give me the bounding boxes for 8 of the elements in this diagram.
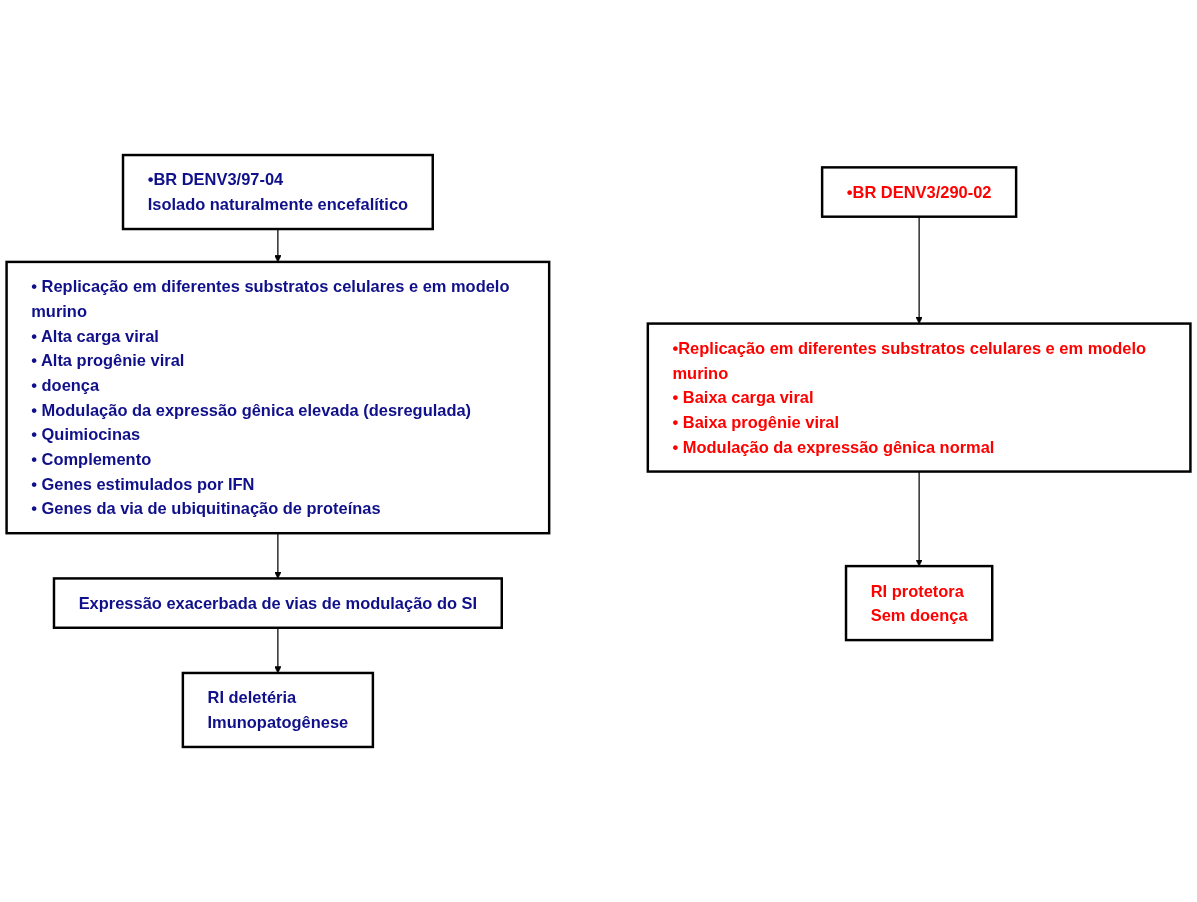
node-box: • Replicação em diferentes substratos celulares e em modelo murino • Alta carga viral • Alta progênie viral • doença • Modulação da expressão gênica elevada (desregulada) • Quimiocinas • Complemento • Genes estimulados por IFN • Genes da via de ubiquitinação de proteínas (5, 260, 551, 535)
node-box: •Replicação em diferentes substratos celulares e em modelo murino • Baixa carga viral • Baixa progênie viral • Modulação da expressão gênica normal (646, 322, 1192, 473)
node-box: Expressão exacerbada de vias de modulação do SI (52, 577, 503, 629)
node-box: RI protetora Sem doença (844, 564, 994, 642)
arrow (915, 216, 923, 324)
node-box: •BR DENV3/290-02 (820, 166, 1018, 218)
node-box: RI deletéria Imunopatogênese (181, 671, 375, 749)
node-box: •BR DENV3/97-04 Isolado naturalmente encefalítico (121, 153, 434, 231)
